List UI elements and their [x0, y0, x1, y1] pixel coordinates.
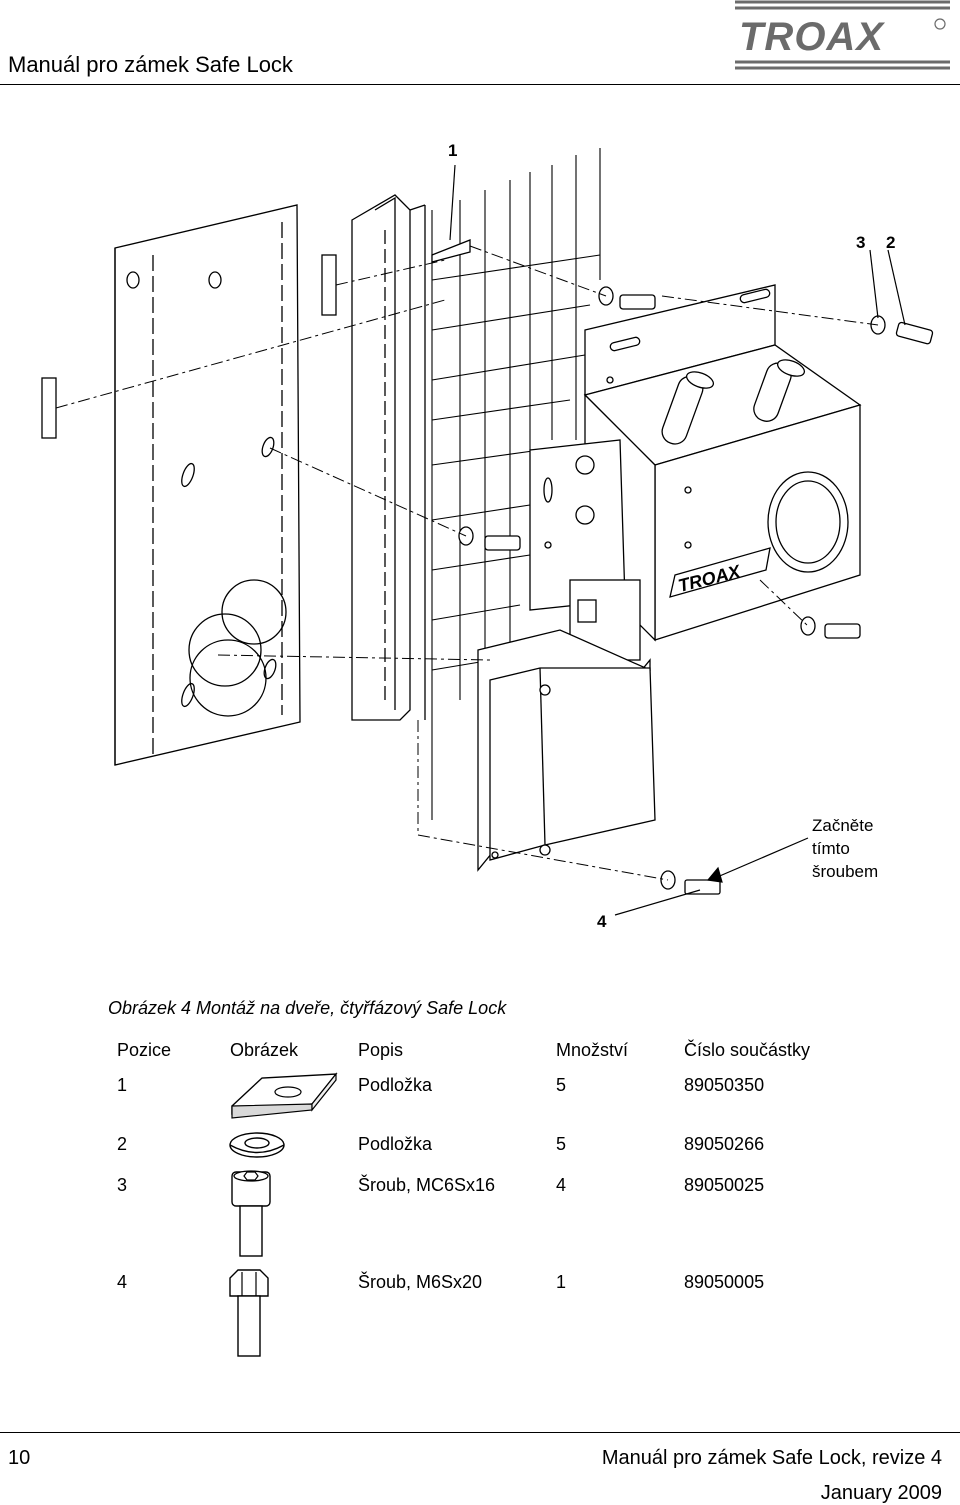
figure-caption: Obrázek 4 Montáž na dveře, čtyřfázový Sa… [108, 998, 507, 1018]
start-note-line-1: Začněte [812, 816, 874, 835]
callout-4: 4 [597, 912, 607, 931]
col-header-description: Popis [358, 1040, 404, 1060]
door-frame-profile [351, 194, 426, 721]
footer-date: January 2009 [820, 1482, 942, 1504]
mounting-bracket [529, 439, 641, 661]
row-2-description: Podložka [358, 1134, 433, 1154]
assembly-guide-lines [55, 245, 879, 881]
row-3-quantity: 4 [556, 1175, 567, 1195]
header-rule [0, 84, 960, 85]
page-header-title: Manuál pro zámek Safe Lock [8, 52, 293, 77]
plate-washer-icon [231, 1072, 338, 1119]
col-header-part-number: Číslo součástky [684, 1040, 811, 1060]
door-profile-plate [114, 204, 301, 766]
svg-text:TROAX: TROAX [739, 15, 885, 59]
callout-1: 1 [448, 141, 458, 160]
row-1-quantity: 5 [556, 1075, 567, 1095]
mesh-panel [431, 148, 601, 820]
row-4-quantity: 1 [556, 1272, 567, 1292]
footer-title: Manuál pro zámek Safe Lock, revize 4 [601, 1447, 942, 1469]
page-number: 10 [8, 1447, 31, 1469]
callout-3: 3 [856, 233, 866, 252]
hex-bolt-icon [229, 1269, 269, 1357]
socket-screw-icon [231, 1170, 271, 1257]
col-header-quantity: Množství [556, 1040, 629, 1060]
row-1-description: Podložka [358, 1075, 433, 1095]
col-header-position: Pozice [117, 1040, 172, 1060]
callout-leaders [449, 164, 906, 916]
start-note-line-2: tímto [812, 839, 850, 858]
col-header-image: Obrázek [230, 1040, 299, 1060]
start-note: Začněte tímto šroubem [812, 814, 878, 883]
row-2-position: 2 [117, 1134, 128, 1154]
row-2-part-number: 89050266 [684, 1134, 765, 1154]
safe-lock-body: TROAX [583, 284, 862, 642]
switch-box [477, 629, 656, 872]
troax-logo: TROAX [735, 0, 950, 74]
footer-rule [0, 1432, 960, 1433]
row-3-description: Šroub, MC6Sx16 [358, 1175, 496, 1195]
callout-2: 2 [886, 233, 896, 252]
row-1-part-number: 89050350 [684, 1075, 765, 1095]
row-4-position: 4 [117, 1272, 128, 1292]
row-3-position: 3 [117, 1175, 128, 1195]
assembly-drawing: TROAX [41, 148, 934, 916]
start-note-line-3: šroubem [812, 862, 879, 881]
row-4-description: Šroub, M6Sx20 [358, 1272, 483, 1292]
row-2-quantity: 5 [556, 1134, 567, 1154]
row-3-part-number: 89050025 [684, 1175, 765, 1195]
row-1-position: 1 [117, 1075, 128, 1095]
row-4-part-number: 89050005 [684, 1272, 765, 1292]
flat-washer-icon [229, 1132, 285, 1158]
